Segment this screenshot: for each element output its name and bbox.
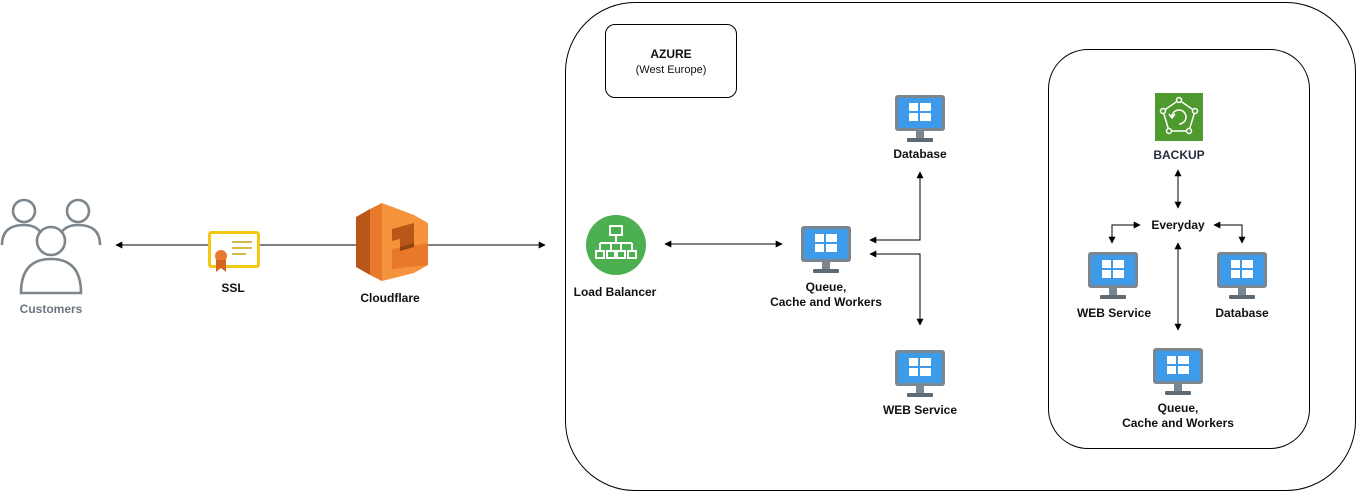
ssl-label: SSL xyxy=(221,281,245,295)
everyday-to-database-connector xyxy=(1213,221,1246,244)
webservice-label: WEB Service xyxy=(882,403,958,417)
cloudflare-icon xyxy=(356,203,428,281)
certificate-icon xyxy=(208,231,260,272)
azure-label-box: AZURE (West Europe) xyxy=(605,24,737,98)
backup-queue-label: Queue, Cache and Workers xyxy=(1122,401,1234,430)
azure-title: AZURE xyxy=(650,47,692,61)
everyday-to-webservice-connector xyxy=(1108,221,1141,244)
backup-group-frame xyxy=(1048,49,1310,449)
backup-webservice-windows-vm-icon xyxy=(1088,252,1138,299)
queue-label: Queue, Cache and Workers xyxy=(770,280,882,309)
everyday-label: Everyday xyxy=(1151,218,1205,232)
queue-windows-vm-icon xyxy=(801,226,851,273)
load-balancer-icon xyxy=(586,215,646,275)
backup-icon xyxy=(1155,93,1203,141)
queue-to-database-connector xyxy=(869,171,924,244)
queue-to-webservice-connector xyxy=(869,250,924,326)
azure-region: (West Europe) xyxy=(635,64,707,76)
database-windows-vm-icon xyxy=(895,95,945,142)
cloudflare-label: Cloudflare xyxy=(360,291,420,305)
webservice-windows-vm-icon xyxy=(895,350,945,397)
backup-queue-windows-vm-icon xyxy=(1153,348,1203,395)
backup-webservice-label: WEB Service xyxy=(1076,306,1152,320)
customers-label: Customers xyxy=(19,302,83,316)
backup-database-label: Database xyxy=(1215,306,1269,320)
database-label: Database xyxy=(893,147,947,161)
backup-database-windows-vm-icon xyxy=(1217,252,1267,299)
load-balancer-label: Load Balancer xyxy=(573,285,657,299)
backup-label: BACKUP xyxy=(1153,148,1205,162)
users-icon xyxy=(0,198,102,295)
